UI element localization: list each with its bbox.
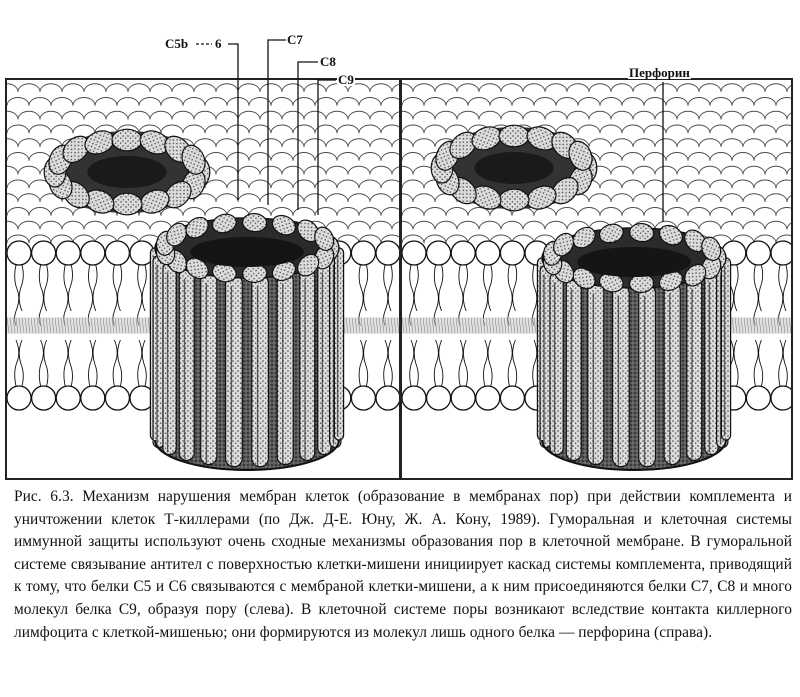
perforin-pore-panel [400, 78, 793, 480]
label-c7: C7 [286, 32, 304, 47]
label-c8: C8 [319, 54, 337, 69]
label-c6: 6 [214, 36, 223, 51]
membrane-artwork [402, 83, 791, 471]
complement-pore-illustration [7, 83, 399, 471]
label-perforin: Перфорин [628, 65, 691, 80]
figure-6-3: C5b 6 C7 C8 C9 Перфорин [5, 32, 793, 480]
membrane-artwork [7, 83, 399, 471]
label-c5b: C5b [164, 36, 190, 51]
label-c9: C9 [337, 72, 355, 87]
figure-caption: Рис. 6.3. Механизм нарушения мембран кле… [14, 488, 792, 641]
perforin-pore-illustration [402, 83, 791, 471]
complement-pore-panel [5, 78, 401, 480]
